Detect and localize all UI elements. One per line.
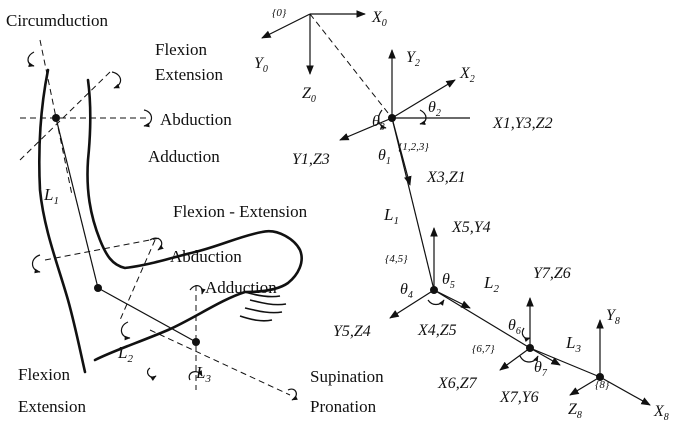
frame-label-45: {4,5} xyxy=(385,253,408,265)
rotation-arrow-icon xyxy=(143,109,153,128)
label-flexion-top: Flexion xyxy=(155,40,207,59)
frame-label-67: {6,7} xyxy=(472,343,495,355)
kin-end-effector xyxy=(596,373,604,381)
axis-label-X7Y6: X7,Y6 xyxy=(499,389,539,406)
rotation-arrow-icon xyxy=(188,370,203,381)
axis-label-Z8: Z8 xyxy=(568,401,582,421)
hand-fingers xyxy=(239,291,287,322)
kin-segment-L1: L1 xyxy=(383,205,399,227)
elbow-axis-2 xyxy=(119,239,156,321)
axis-label-Y2: Y2 xyxy=(406,49,420,69)
shoulder-axis-vertical xyxy=(39,39,73,196)
axis-label-X4Z5: X4,Z5 xyxy=(417,322,457,339)
rotation-arrow-icon xyxy=(27,51,35,68)
label-extension-top: Extension xyxy=(155,65,223,84)
y5z4-axis xyxy=(389,289,435,319)
x3z1-arrow xyxy=(391,117,412,186)
forearm-bone xyxy=(97,287,197,343)
x8-axis xyxy=(599,376,651,406)
shoulder-axis-diagonal xyxy=(19,71,111,161)
x6z7-axis xyxy=(499,347,531,371)
frame-label-123: {1,2,3} xyxy=(398,141,429,153)
kin-segment-L2: L2 xyxy=(483,273,499,295)
x2-axis xyxy=(391,79,456,119)
wrist-axis-horizontal xyxy=(149,329,291,396)
link-L3 xyxy=(529,347,601,378)
angle-theta1: θ1 xyxy=(378,147,391,167)
rotation-arrow-icon xyxy=(146,367,157,381)
angle-theta4: θ4 xyxy=(400,281,413,301)
segment-label-L3: L3 xyxy=(195,363,211,385)
axis-label-X8: X8 xyxy=(653,403,669,423)
axis-label-X0: X0 xyxy=(371,9,387,29)
rotation-arrow-icon xyxy=(120,321,131,341)
rotation-arrow-icon xyxy=(149,237,164,251)
angle-theta6: θ6 xyxy=(508,317,521,337)
axis-label-Y1Z3: Y1,Z3 xyxy=(292,151,330,168)
angle-arc-icon xyxy=(521,327,531,342)
rotation-arrow-icon xyxy=(111,71,122,89)
angle-arc-icon xyxy=(427,299,445,306)
rotation-arrow-icon xyxy=(31,254,41,274)
link-L2 xyxy=(433,289,531,349)
label-circumduction: Circumduction xyxy=(6,11,108,30)
link-L1 xyxy=(391,117,435,291)
axis-label-Z0: Z0 xyxy=(302,85,316,105)
label-extension-bottom: Extension xyxy=(18,397,86,416)
axis-label-X2: X2 xyxy=(459,65,475,85)
frame-label-8: {8} xyxy=(595,379,610,391)
axis-label-Y8: Y8 xyxy=(606,307,620,327)
y0-axis xyxy=(261,13,311,39)
elbow-axis-1 xyxy=(44,237,161,261)
arm-outline-front xyxy=(86,78,303,362)
label-supination: Supination xyxy=(310,367,384,386)
kinematic-chain xyxy=(261,10,651,406)
wrist-joint xyxy=(192,338,200,346)
kin-wrist-joint xyxy=(526,344,534,352)
label-abduction-wrist: Abduction xyxy=(170,247,242,266)
kin-elbow-joint xyxy=(430,286,438,294)
elbow-joint xyxy=(94,284,102,292)
axis-label-X3Z1: X3,Z1 xyxy=(426,169,466,186)
label-adduction-wrist: Adduction xyxy=(205,278,277,297)
axis-label-Y5Z4: Y5,Z4 xyxy=(333,323,371,340)
label-abduction-shoulder: Abduction xyxy=(160,110,232,129)
kin-shoulder-joint xyxy=(388,114,396,122)
rotation-arrow-icon xyxy=(189,285,206,295)
upper-arm-bone xyxy=(55,117,99,289)
arm-outline-back xyxy=(37,68,87,374)
angle-arc-icon xyxy=(419,109,427,126)
angle-theta2: θ2 xyxy=(428,99,441,119)
axis-label-X5Y4: X5,Y4 xyxy=(451,219,491,236)
angle-theta5: θ5 xyxy=(442,271,455,291)
segment-label-L1: L1 xyxy=(43,185,59,207)
kin-segment-L3: L3 xyxy=(565,333,581,355)
axis-label-X1Y3Z2: X1,Y3,Z2 xyxy=(492,115,553,132)
x7y6-axis xyxy=(529,347,561,366)
label-flexion-extension-elbow: Flexion - Extension xyxy=(173,202,308,221)
base-to-shoulder-link xyxy=(309,13,393,119)
arm-illustration: L1 L2 L3 xyxy=(19,39,303,401)
axis-label-Y7Z6: Y7,Z6 xyxy=(533,265,571,282)
label-pronation: Pronation xyxy=(310,397,377,416)
frame-label-0: {0} xyxy=(272,7,287,19)
rotation-arrow-icon xyxy=(287,388,298,401)
z8-axis xyxy=(569,376,601,396)
angle-arc-icon xyxy=(377,109,387,130)
angle-theta3: θ3 xyxy=(372,113,385,133)
angle-arc-icon xyxy=(519,355,539,363)
label-adduction-shoulder: Adduction xyxy=(148,147,220,166)
label-flexion-bottom: Flexion xyxy=(18,365,70,384)
y1z3-axis xyxy=(339,117,393,141)
axis-label-X6Z7: X6,Z7 xyxy=(437,375,478,392)
angle-theta7: θ7 xyxy=(534,359,548,379)
segment-label-L2: L2 xyxy=(117,343,133,365)
axis-label-Y0: Y0 xyxy=(254,55,268,75)
